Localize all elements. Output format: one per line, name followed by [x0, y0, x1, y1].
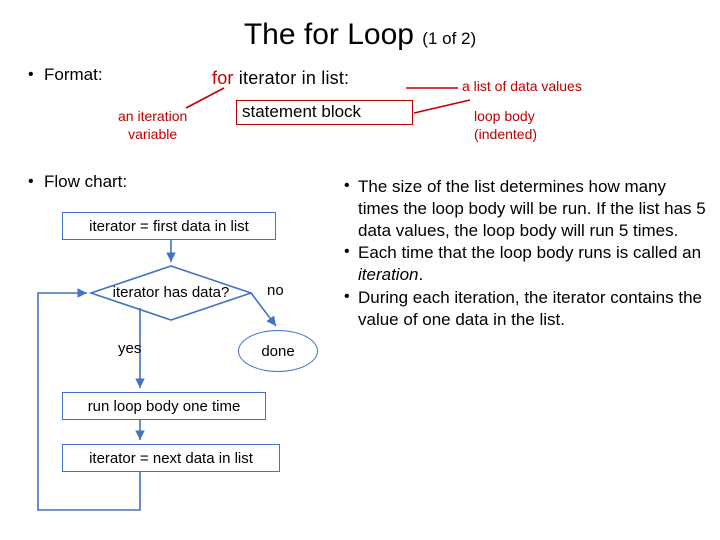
flowchart-no-label: no: [267, 282, 284, 299]
code-rest: iterator in list:: [233, 68, 350, 88]
annotation-list-values: a list of data values: [462, 78, 582, 94]
note-1-pre: The size of the list determines how many…: [358, 177, 706, 240]
page-title-main: The for Loop: [243, 18, 423, 51]
annotation-loop-body-line2: (indented): [474, 125, 538, 142]
note-text-3: During each iteration, the iterator cont…: [358, 287, 710, 331]
page-title-sub: (1 of 2): [422, 29, 477, 48]
annotation-loop-body: loop body (indented): [474, 108, 537, 143]
flowchart-bullet-row: • Flow chart:: [28, 172, 127, 192]
flowchart-box-first: iterator = first data in list: [62, 212, 276, 240]
bullet-icon: •: [344, 243, 350, 261]
note-2-italic: iteration: [358, 265, 419, 284]
bullet-icon: •: [28, 173, 34, 190]
statement-block-box: statement block: [236, 100, 413, 125]
format-code-line: for iterator in list:: [212, 68, 349, 89]
list-item: • The size of the list determines how ma…: [344, 176, 710, 241]
note-2-post: .: [418, 265, 424, 284]
list-item: • During each iteration, the iterator co…: [344, 287, 710, 331]
annotation-iteration-variable-line2: variable: [128, 125, 178, 142]
note-2-pre: Each time that the loop body runs is cal…: [358, 243, 702, 263]
bullet-icon: •: [28, 66, 34, 83]
note-text-1: The size of the list determines how many…: [358, 176, 710, 241]
bullet-icon: •: [344, 287, 350, 305]
list-item: • Each time that the loop body runs is c…: [344, 242, 710, 286]
notes-column: • The size of the list determines how ma…: [344, 176, 710, 331]
keyword-for: for: [212, 68, 234, 88]
flowchart-label: Flow chart:: [44, 172, 128, 191]
annotation-loop-body-line1: loop body: [474, 108, 535, 124]
bullet-icon: •: [344, 177, 350, 194]
flowchart-done-ellipse: done: [238, 330, 318, 372]
format-label: Format:: [44, 65, 103, 84]
flowchart-yes-label: yes: [118, 340, 142, 357]
flowchart-decision-label: iterator has data?: [112, 284, 230, 301]
format-bullet-row: • Format:: [28, 65, 103, 85]
note-3-pre: During each iteration, the iterator cont…: [358, 287, 702, 329]
page-title: The for Loop (1 of 2): [0, 18, 720, 51]
note-text-2: Each time that the loop body runs is cal…: [358, 242, 710, 286]
flowchart-box-run-loop-body: run loop body one time: [62, 392, 266, 420]
annotation-iteration-variable-line1: an iteration: [118, 108, 188, 124]
annotation-iteration-variable: an iteration variable: [118, 108, 187, 143]
flowchart-box-next: iterator = next data in list: [62, 444, 280, 472]
